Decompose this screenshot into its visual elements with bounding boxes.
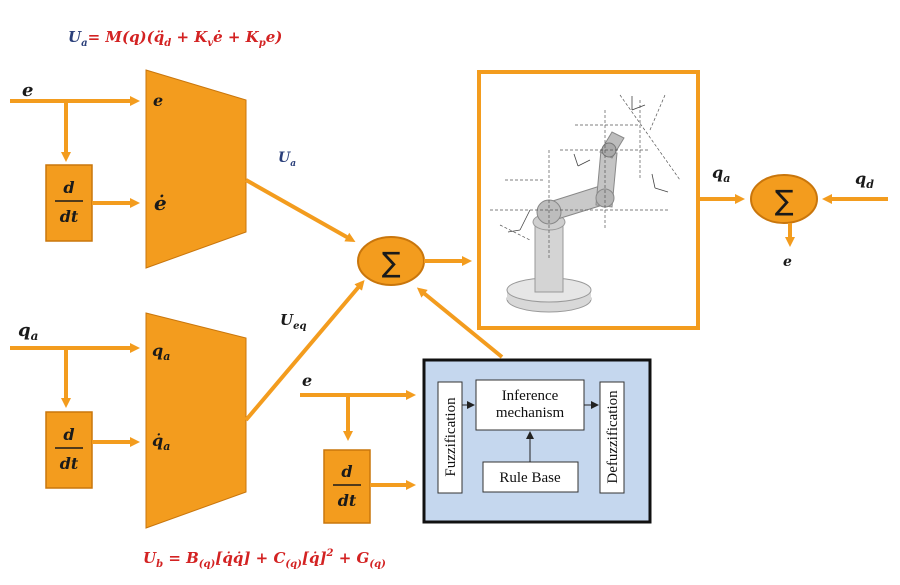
input-qa-label: qa	[18, 320, 38, 343]
fuzzy-input-e-label: e	[302, 371, 312, 390]
arrow-ueq-to-sum	[244, 279, 365, 422]
block-input-qa: qa	[152, 341, 170, 363]
top-controller-block	[145, 69, 247, 269]
ddt-block-fuzzy	[323, 449, 371, 524]
ddt-denominator: dt	[60, 454, 79, 473]
ddt-denominator: dt	[60, 207, 79, 226]
summing-junction-2	[750, 174, 818, 224]
rule-base-block	[482, 461, 579, 493]
input-qd-label: qd	[855, 169, 874, 191]
ua-equation: Ua= M(q)(q̈d + Kvė + Kpe)	[68, 28, 282, 49]
arrow-ua-to-sum	[245, 178, 356, 242]
output-qa-label: qa	[712, 163, 730, 185]
defuzzification-label: Defuzzification	[605, 390, 621, 484]
ddt-denominator: dt	[338, 491, 357, 510]
ddt-numerator: d	[63, 178, 74, 197]
signal-ua-label: Ua	[278, 150, 296, 169]
output-e-label: e	[783, 254, 792, 270]
bottom-controller-block	[145, 312, 247, 529]
input-e-label: e	[22, 80, 33, 101]
ddt-numerator: d	[63, 425, 74, 444]
sigma-icon: ∑	[775, 184, 794, 217]
inference-label-2: mechanism	[496, 405, 565, 421]
block-input-edot: ė	[154, 191, 167, 215]
inference-label-1: Inference	[502, 388, 559, 404]
ddt-numerator: d	[341, 462, 352, 481]
ddt-block-top	[45, 164, 93, 242]
robot-arm-icon	[490, 94, 681, 313]
fuzzification-label: Fuzzification	[443, 397, 459, 477]
arrow-fuzzy-to-sum	[416, 287, 504, 359]
ub-equation: Ub = B(q)[q̇q̇] + C(q)[q̇]2 + G(q)	[143, 548, 386, 570]
rule-base-label: Rule Base	[499, 470, 561, 486]
fuzzification-block	[437, 381, 463, 494]
sigma-icon: ∑	[382, 246, 401, 279]
defuzzification-block	[599, 381, 625, 494]
ddt-block-bottom	[45, 411, 93, 489]
block-input-qadot: q̇a	[152, 431, 170, 453]
block-input-e: e	[153, 91, 163, 110]
signal-ueq-label: Ueq	[280, 311, 306, 332]
